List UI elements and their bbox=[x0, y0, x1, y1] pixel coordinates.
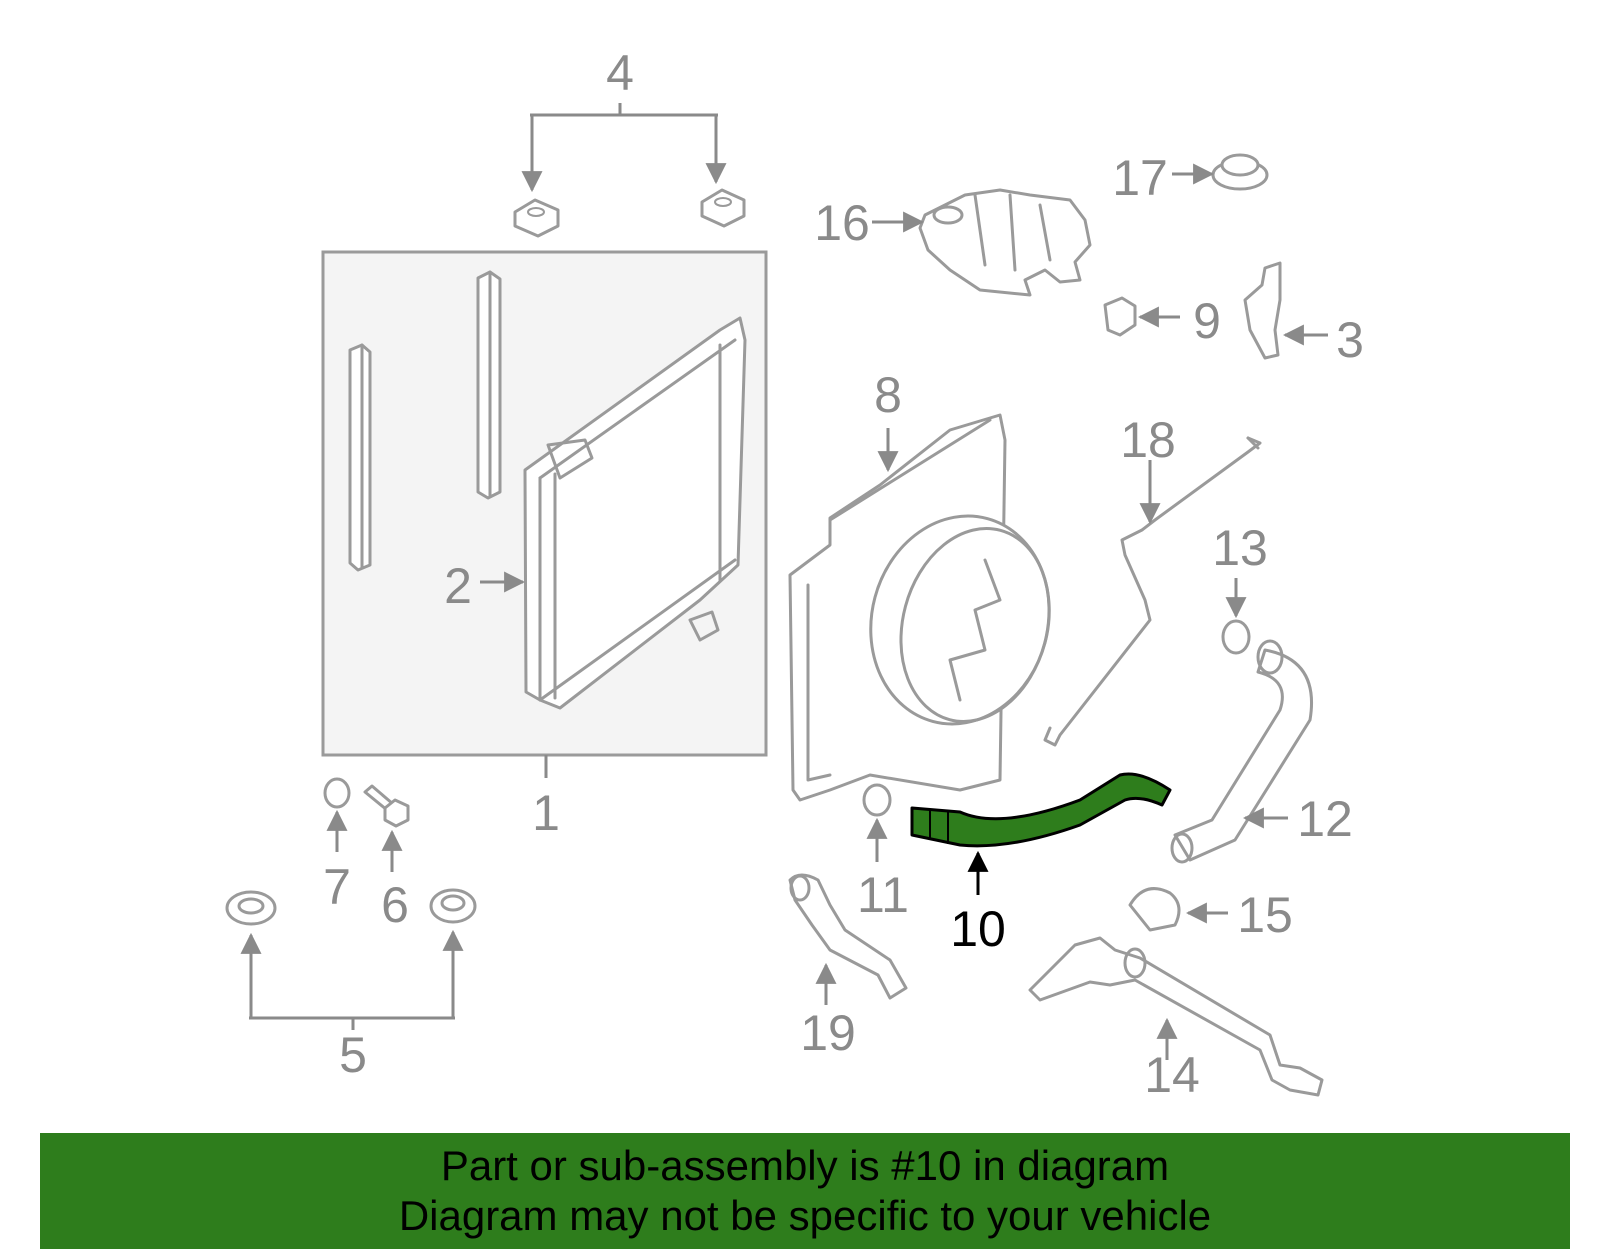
bracket-3 bbox=[1243, 261, 1328, 360]
callout-5-leader bbox=[240, 929, 464, 1030]
callout-7: 7 bbox=[323, 859, 351, 915]
callout-18: 18 bbox=[1120, 412, 1176, 468]
lower-mount-right bbox=[429, 888, 477, 924]
callout-16: 16 bbox=[814, 195, 870, 251]
radiator bbox=[480, 316, 747, 710]
callout-9: 9 bbox=[1193, 293, 1221, 349]
o-ring-11 bbox=[862, 783, 892, 862]
callout-5: 5 bbox=[339, 1027, 367, 1083]
upper-mount-right bbox=[700, 188, 746, 228]
o-ring-7 bbox=[323, 777, 351, 852]
radiator-hose-highlighted bbox=[910, 772, 1172, 895]
callout-4: 4 bbox=[606, 45, 634, 101]
bolt-6 bbox=[363, 784, 410, 872]
callout-17: 17 bbox=[1112, 150, 1168, 206]
gasket-15 bbox=[1128, 887, 1228, 932]
radiator-seal-center bbox=[476, 270, 502, 500]
lower-mount-left bbox=[225, 890, 277, 926]
upper-mount-left bbox=[513, 198, 560, 238]
callout-13: 13 bbox=[1212, 520, 1268, 576]
radiator-seal-left bbox=[348, 343, 372, 572]
rod-18 bbox=[1043, 436, 1262, 747]
callout-6: 6 bbox=[381, 877, 409, 933]
fan-shroud bbox=[788, 413, 1051, 802]
callout-2: 2 bbox=[444, 558, 472, 614]
coolant-pipe bbox=[1028, 936, 1324, 1097]
callout-11: 11 bbox=[857, 867, 909, 923]
callout-12: 12 bbox=[1297, 791, 1353, 847]
callout-14: 14 bbox=[1144, 1047, 1200, 1103]
banner-line-1: Part or sub-assembly is #10 in diagram bbox=[440, 1142, 1170, 1189]
callout-10: 10 bbox=[950, 901, 1006, 957]
coolant-reservoir bbox=[872, 188, 1092, 297]
o-ring-13 bbox=[1221, 578, 1251, 655]
parts-diagram: 4 1 2 7 6 5 8 11 10 12 13 14 15 19 16 17… bbox=[225, 45, 1364, 1103]
lower-hose bbox=[1170, 639, 1313, 864]
reservoir-cap bbox=[1172, 153, 1269, 191]
callout-1: 1 bbox=[532, 785, 560, 841]
clip-9 bbox=[1103, 296, 1180, 337]
small-hose-19 bbox=[788, 873, 908, 1005]
callout-19: 19 bbox=[800, 1005, 856, 1061]
callout-15: 15 bbox=[1237, 887, 1293, 943]
info-banner: Part or sub-assembly is #10 in diagram D… bbox=[40, 1133, 1570, 1249]
callout-4-leader bbox=[521, 103, 727, 193]
callout-8: 8 bbox=[874, 367, 902, 423]
banner-line-2: Diagram may not be specific to your vehi… bbox=[398, 1192, 1212, 1239]
callout-3: 3 bbox=[1336, 312, 1364, 368]
